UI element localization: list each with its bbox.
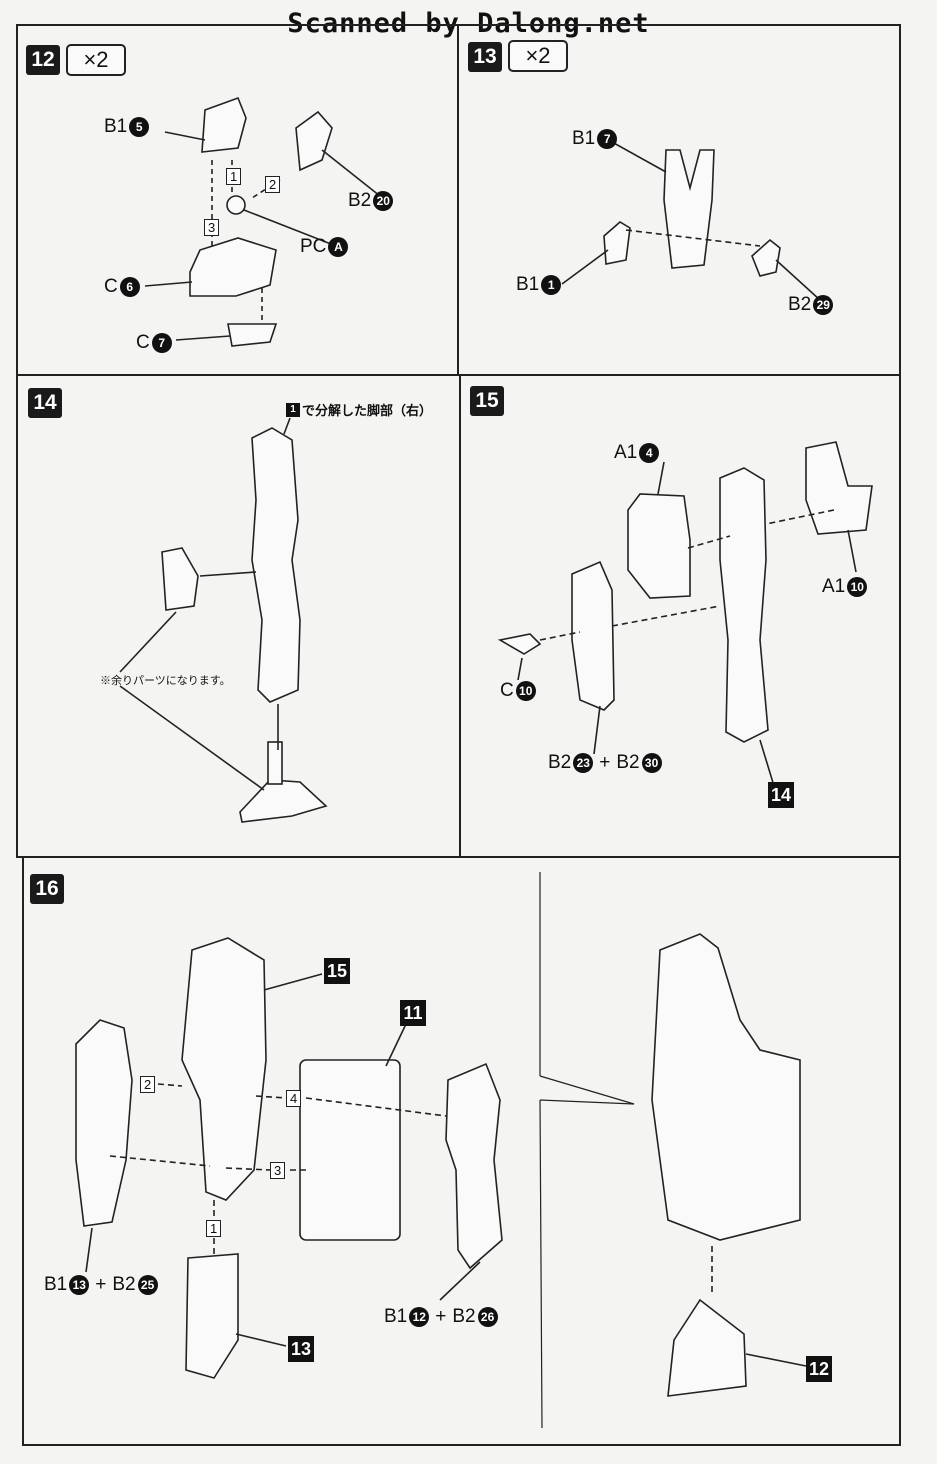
step16-ref-13: 13 bbox=[288, 1336, 314, 1362]
step16-ref-15: 15 bbox=[324, 958, 350, 984]
step16-ref-12: 12 bbox=[806, 1356, 832, 1382]
step16-order-1: 1 bbox=[206, 1220, 222, 1237]
step12-order-3: 3 bbox=[204, 219, 220, 236]
step-15-number: 15 bbox=[470, 386, 504, 416]
step12-order-1: 1 bbox=[226, 168, 242, 185]
step16-ref-11: 11 bbox=[400, 1000, 426, 1026]
step-14-number: 14 bbox=[28, 388, 62, 418]
step-13-multiplier: ×2 bbox=[508, 40, 568, 72]
step16-drawing bbox=[75, 872, 807, 1429]
step12-drawing bbox=[144, 96, 381, 347]
step-12-number: 12 bbox=[26, 45, 60, 75]
scanner-banner: Scanned by Dalong.net bbox=[287, 8, 650, 39]
step14-drawing bbox=[119, 417, 328, 823]
step16-order-2: 2 bbox=[140, 1076, 156, 1093]
step12-order-2: 2 bbox=[265, 176, 281, 193]
step15-ref-14: 14 bbox=[768, 782, 794, 808]
step-16-number: 16 bbox=[30, 874, 64, 904]
step-13-number: 13 bbox=[468, 42, 502, 72]
step13-drawing bbox=[561, 141, 821, 301]
step15-drawing bbox=[497, 441, 873, 787]
step16-order-4: 4 bbox=[286, 1090, 302, 1107]
divider-12-13 bbox=[457, 24, 459, 376]
step-16-panel bbox=[22, 856, 901, 1446]
step14-spare-note: ※余りパーツになります。 bbox=[100, 675, 231, 687]
step-12-multiplier: ×2 bbox=[66, 44, 126, 76]
divider-14-15 bbox=[459, 374, 461, 858]
step16-order-3: 3 bbox=[270, 1162, 286, 1179]
